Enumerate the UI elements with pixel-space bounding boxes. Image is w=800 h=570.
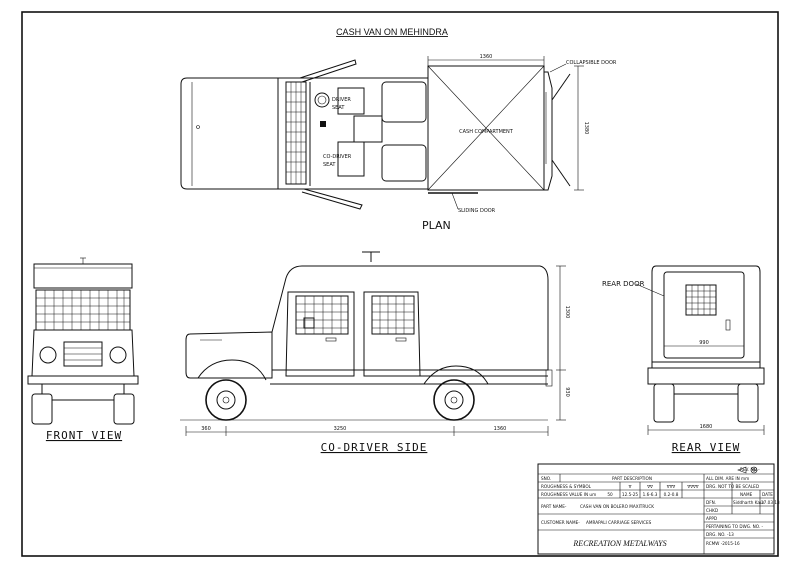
tb-symbol-2: ∇∇ bbox=[646, 484, 653, 489]
side-dim-wheelbase: 3250 bbox=[334, 426, 347, 432]
tb-roughness-symbol: ROUGHNESS & SYMBOL bbox=[541, 484, 592, 489]
rear-view-label: REAR VIEW bbox=[672, 441, 741, 454]
tb-tolerance: DRG. NOT TO BE SCALED bbox=[706, 484, 759, 489]
tb-rcmw: RCMW -2015-16 bbox=[706, 541, 740, 546]
tb-value-1: 50 bbox=[607, 492, 613, 497]
front-view-label: FRONT VIEW bbox=[46, 429, 122, 442]
side-dim-rear: 1360 bbox=[494, 426, 507, 432]
front-view: FRONT VIEW bbox=[27, 257, 139, 442]
plan-view: DRIVER SEAT CO-DRIVER SEAT CASH COMPARTM… bbox=[180, 54, 617, 232]
tb-dfnd-date: 17.03.13 bbox=[761, 500, 780, 505]
tb-pertaining: PERTAINING TO DWG. NO. - bbox=[706, 524, 764, 529]
plan-driver-seat-label-2: SEAT bbox=[332, 105, 345, 111]
drawing-title: CASH VAN ON MEHINDRA bbox=[336, 27, 448, 37]
side-dim-front: 360 bbox=[201, 426, 211, 432]
tb-part-name: CASH VAN ON BOLERO MAXITRUCK bbox=[580, 504, 654, 509]
plan-dim-width: 1380 bbox=[583, 122, 589, 135]
rear-door-label: REAR DOOR bbox=[602, 280, 645, 288]
tb-date-head: DATE bbox=[762, 492, 773, 497]
tb-part-name-label: PART NAME- bbox=[541, 504, 567, 509]
plan-cash-compartment-label: CASH COMPARTMENT bbox=[459, 129, 514, 135]
tb-customer-label: CUSTOMER NAME- bbox=[541, 520, 580, 525]
plan-co-driver-seat-label-2: SEAT bbox=[323, 162, 336, 168]
tb-company: RECREATION METALWAYS bbox=[572, 539, 666, 548]
tb-dfnd: DFN. bbox=[706, 500, 716, 505]
side-view-label: CO-DRIVER SIDE bbox=[321, 441, 428, 454]
rear-dim-door: 990 bbox=[699, 340, 709, 346]
tb-value-3: 1.6-6.3 bbox=[643, 492, 658, 497]
side-view: 1300 930 360 3250 1360 CO-DRIVER SIDE bbox=[180, 251, 570, 454]
tb-name-head: NAME bbox=[740, 492, 753, 497]
plan-sliding-door-label: SLIDING DOOR bbox=[458, 208, 496, 214]
projection-symbol-icon bbox=[737, 466, 758, 474]
plan-collapsible-door-label: COLLAPSIBLE DOOR bbox=[566, 60, 617, 66]
title-block: REV. NO.- SNO. PART DESCRIPTION ROUGHNES… bbox=[537, 463, 780, 555]
plan-co-driver-seat-label-1: CO-DRIVER bbox=[323, 154, 352, 160]
rear-dim-width: 1680 bbox=[700, 424, 713, 430]
tb-dfnd-name: Siddharth Kaur bbox=[733, 500, 765, 505]
tb-customer: AMRAPALI CARRIAGE SERVICES bbox=[586, 520, 652, 525]
side-dim-low: 930 bbox=[564, 387, 570, 397]
tb-value-4: 0.2-0.8 bbox=[664, 492, 679, 497]
tb-part-description: PART DESCRIPTION bbox=[612, 476, 652, 481]
plan-driver-seat-label-1: DRIVER bbox=[332, 97, 351, 103]
sheet-border bbox=[21, 11, 779, 557]
tb-roughness-value: ROUGHNESS VALUE IN um bbox=[541, 492, 596, 497]
tb-value-2: 12.5-25 bbox=[622, 492, 638, 497]
tb-rev-no: REV. NO.- bbox=[740, 467, 760, 472]
tb-srno: SNO. bbox=[541, 476, 551, 481]
tb-symbol-3: ∇∇∇ bbox=[666, 484, 676, 489]
tb-symbol-4: ∇∇∇∇ bbox=[686, 484, 698, 489]
side-dim-height: 1300 bbox=[564, 306, 570, 319]
plan-dim-length: 1360 bbox=[480, 54, 493, 60]
tb-drg-no: DRG. NO. -13 bbox=[706, 532, 734, 537]
tb-appd: APPD bbox=[706, 516, 717, 521]
tb-units: ALL DIM. ARE IN mm bbox=[706, 476, 749, 481]
plan-label: PLAN bbox=[422, 219, 451, 232]
tb-chkd: CHKD bbox=[706, 508, 718, 513]
rear-view: 990 REAR DOOR 1680 REAR VIEW bbox=[602, 265, 765, 454]
tb-symbol-1: ∇ bbox=[628, 484, 632, 489]
